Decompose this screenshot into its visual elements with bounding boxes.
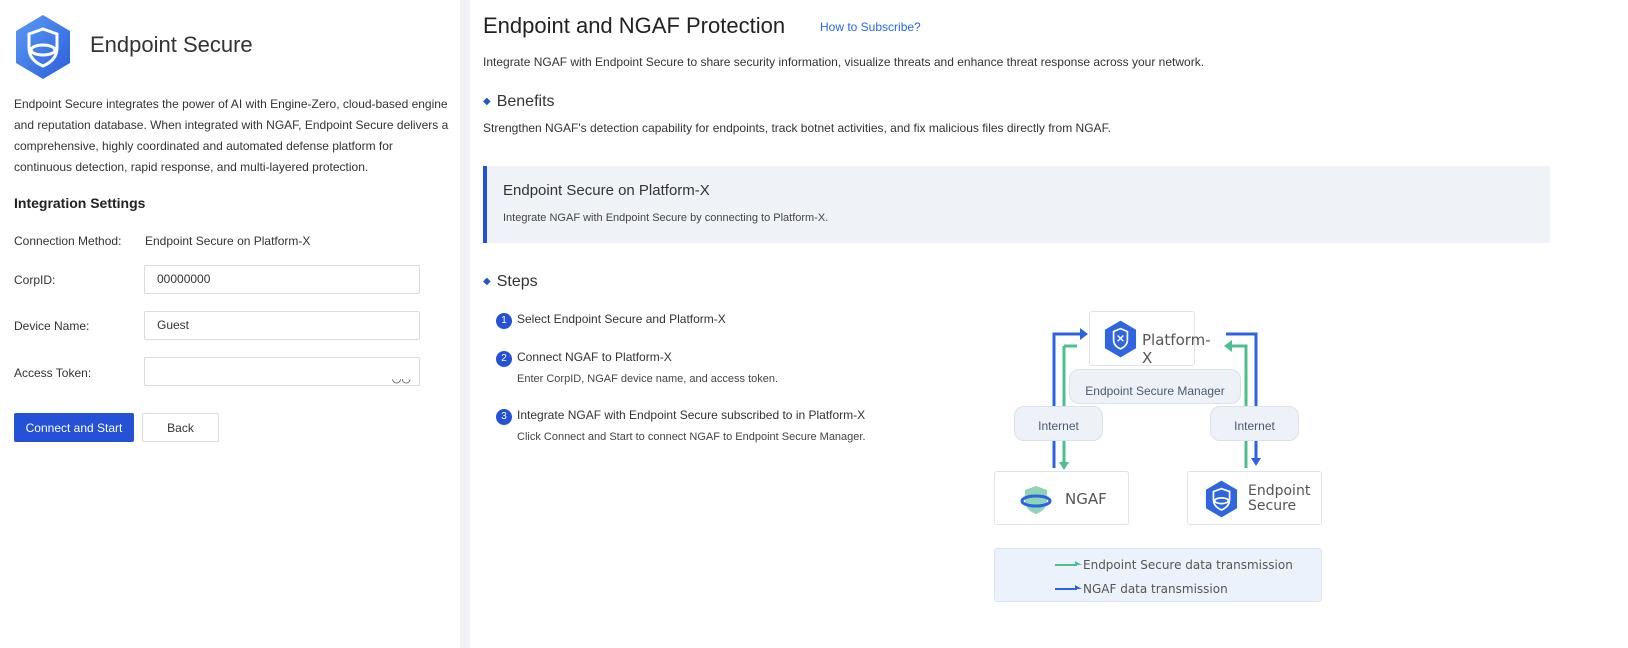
benefits-text: Strengthen NGAF's detection capability f… (483, 121, 1111, 135)
step-number: 1 (496, 313, 512, 329)
diamond-icon: ◆ (483, 276, 491, 287)
integration-sidebar: Endpoint Secure Endpoint Secure integrat… (0, 0, 460, 648)
diagram-legend: Endpoint Secure data transmission NGAF d… (994, 548, 1322, 602)
diamond-icon: ◆ (483, 96, 491, 107)
app-title: Endpoint Secure (90, 32, 253, 57)
endpoint-label-line1: Endpoint (1248, 483, 1311, 499)
ngaf-node: NGAF (994, 471, 1129, 525)
connection-method-card: Endpoint Secure on Platform-X Integrate … (483, 166, 1550, 243)
connect-and-start-button[interactable]: Connect and Start (14, 413, 134, 442)
card-text: Integrate NGAF with Endpoint Secure by c… (503, 212, 829, 224)
access-token-label: Access Token: (14, 366, 92, 380)
step-item: 2 Connect NGAF to Platform-X Enter CorpID,… (496, 350, 778, 385)
device-name-input[interactable]: Guest (144, 311, 420, 340)
platform-x-label: Platform-X (1142, 331, 1211, 367)
integration-settings-heading: Integration Settings (14, 195, 146, 211)
step-title: Connect NGAF to Platform-X (517, 350, 672, 364)
app-description: Endpoint Secure integrates the power of … (14, 97, 449, 174)
connection-method-label: Connection Method: (14, 234, 122, 248)
show-password-icon[interactable]: ◡◡ (391, 373, 411, 385)
legend-blue-label: NGAF data transmission (1083, 582, 1228, 596)
step-title: Integrate NGAF with Endpoint Secure subs… (517, 408, 866, 422)
step-subtitle: Click Connect and Start to connect NGAF … (517, 431, 866, 443)
step-item: 3 Integrate NGAF with Endpoint Secure sub… (496, 408, 866, 443)
step-number: 2 (496, 351, 512, 367)
step-title: Select Endpoint Secure and Platform-X (517, 312, 726, 326)
internet-pill-left: Internet (1014, 406, 1103, 441)
internet-pill-right: Internet (1210, 406, 1299, 441)
step-number: 3 (496, 409, 512, 425)
steps-heading: ◆ Steps (483, 273, 538, 291)
benefits-heading: ◆ Benefits (483, 93, 555, 111)
ngaf-label: NGAF (1065, 490, 1107, 508)
connection-method-value: Endpoint Secure on Platform-X (145, 234, 311, 248)
corpid-input[interactable]: 00000000 (144, 265, 420, 294)
endpoint-secure-logo-icon (16, 15, 70, 79)
how-to-subscribe-link[interactable]: How to Subscribe? (820, 20, 921, 34)
access-token-input[interactable]: ◡◡ (144, 357, 420, 386)
corpid-label: CorpID: (14, 273, 56, 287)
legend-green-label: Endpoint Secure data transmission (1083, 558, 1293, 572)
intro-text: Integrate NGAF with Endpoint Secure to s… (483, 55, 1205, 69)
device-name-label: Device Name: (14, 319, 90, 333)
step-item: 1 Select Endpoint Secure and Platform-X (496, 312, 726, 329)
platform-x-node: Platform-X (1089, 311, 1211, 367)
panel-divider (460, 0, 470, 648)
endpoint-secure-manager-pill: Endpoint Secure Manager (1069, 369, 1241, 404)
endpoint-label-line2: Secure (1248, 498, 1297, 514)
blue-arrow-icon (1055, 585, 1082, 590)
step-subtitle: Enter CorpID, NGAF device name, and acce… (517, 373, 779, 385)
steps-heading-text: Steps (496, 273, 538, 290)
benefits-heading-text: Benefits (496, 93, 555, 110)
ngaf-icon (1020, 486, 1052, 514)
endpoint-secure-icon (1205, 480, 1238, 518)
green-arrow-icon (1055, 561, 1082, 566)
card-title: Endpoint Secure on Platform-X (503, 182, 710, 199)
page-title: Endpoint and NGAF Protection (483, 13, 786, 38)
back-button[interactable]: Back (142, 413, 219, 442)
main-content: Endpoint and NGAF Protection How to Subs… (470, 0, 1628, 648)
platform-x-icon (1104, 320, 1137, 358)
